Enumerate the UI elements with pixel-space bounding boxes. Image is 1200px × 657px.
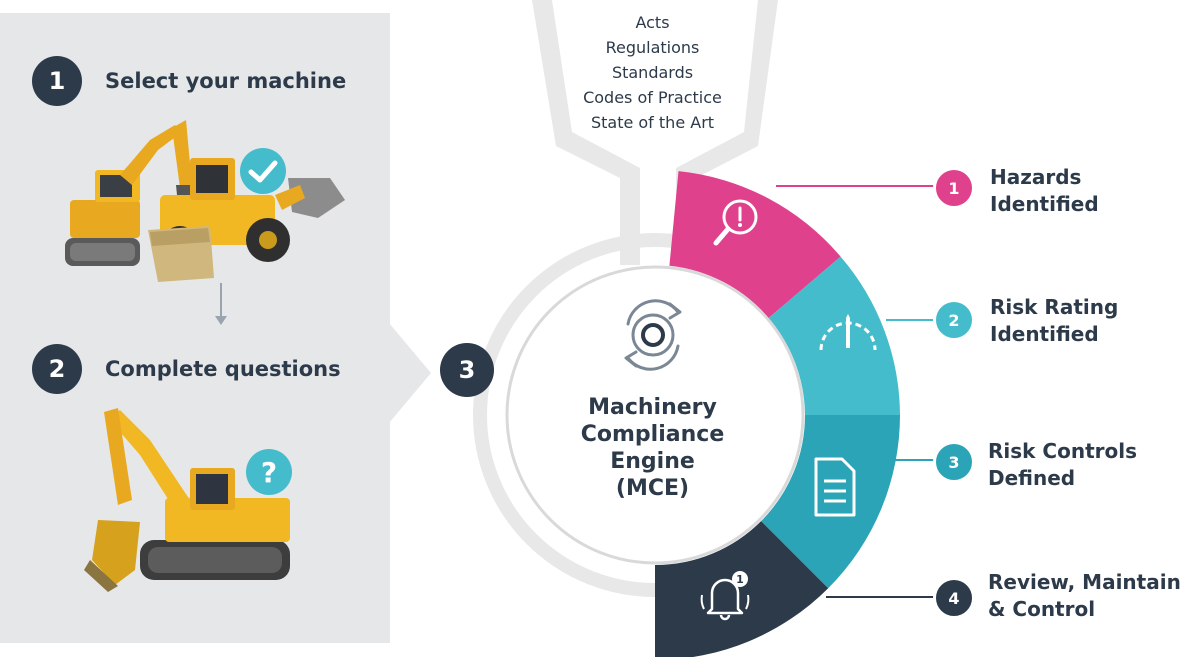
output-4-line-1: Review, Maintain (988, 570, 1181, 594)
step-1-label: Select your machine (105, 69, 347, 93)
output-2-badge: 2 (933, 299, 975, 341)
output-3-badge: 3 (933, 441, 975, 483)
output-1-label: Hazards Identified (990, 164, 1099, 218)
engine-title-line-1: Machinery (588, 395, 717, 420)
engine-title-line-3: Engine (610, 449, 695, 474)
source-state-of-the-art: State of the Art (590, 113, 715, 132)
source-acts: Acts (635, 13, 670, 32)
document-icon (814, 457, 856, 517)
output-3-line-1: Risk Controls (988, 439, 1138, 463)
output-2-line-2: Identified (990, 322, 1099, 346)
question-icon: ? (246, 449, 292, 495)
output-1-badge: 1 (933, 167, 975, 209)
source-codes-of-practice: Codes of Practice (583, 88, 722, 107)
output-2-label: Risk Rating Identified (990, 294, 1118, 348)
output-4-label: Review, Maintain & Control (988, 569, 1181, 623)
source-standards: Standards (611, 63, 694, 82)
excavator-image (84, 408, 290, 592)
output-1-line-1: Hazards (990, 165, 1082, 189)
output-4-line-2: & Control (988, 597, 1096, 621)
source-regulations: Regulations (605, 38, 700, 57)
engine-title: Machinery Compliance Engine (MCE) (545, 394, 760, 502)
gauge-icon (819, 314, 877, 351)
step-3-badge: 3 (440, 343, 494, 397)
step-2-badge: 2 (32, 344, 82, 394)
engine-title-line-4: (MCE) (615, 476, 690, 501)
step-2-label: Complete questions (105, 357, 341, 381)
output-2-line-1: Risk Rating (990, 295, 1119, 319)
panel-pointer (389, 323, 431, 423)
svg-text:1: 1 (736, 573, 744, 586)
checkmark-icon (240, 148, 286, 194)
output-1-line-2: Identified (990, 192, 1099, 216)
flow-arrow-down (215, 283, 227, 325)
magnifier-alert-icon (713, 199, 758, 246)
bell-notification-icon: 1 (700, 571, 750, 621)
engine-cycle-icon (624, 299, 682, 371)
sources-list: Acts Regulations Standards Codes of Prac… (560, 10, 745, 135)
step-1-badge: 1 (32, 56, 82, 106)
engine-title-line-2: Compliance (580, 422, 725, 447)
excavator-loader-image (65, 120, 345, 282)
output-3-label: Risk Controls Defined (988, 438, 1137, 492)
output-3-line-2: Defined (988, 466, 1076, 490)
output-4-badge: 4 (933, 577, 975, 619)
